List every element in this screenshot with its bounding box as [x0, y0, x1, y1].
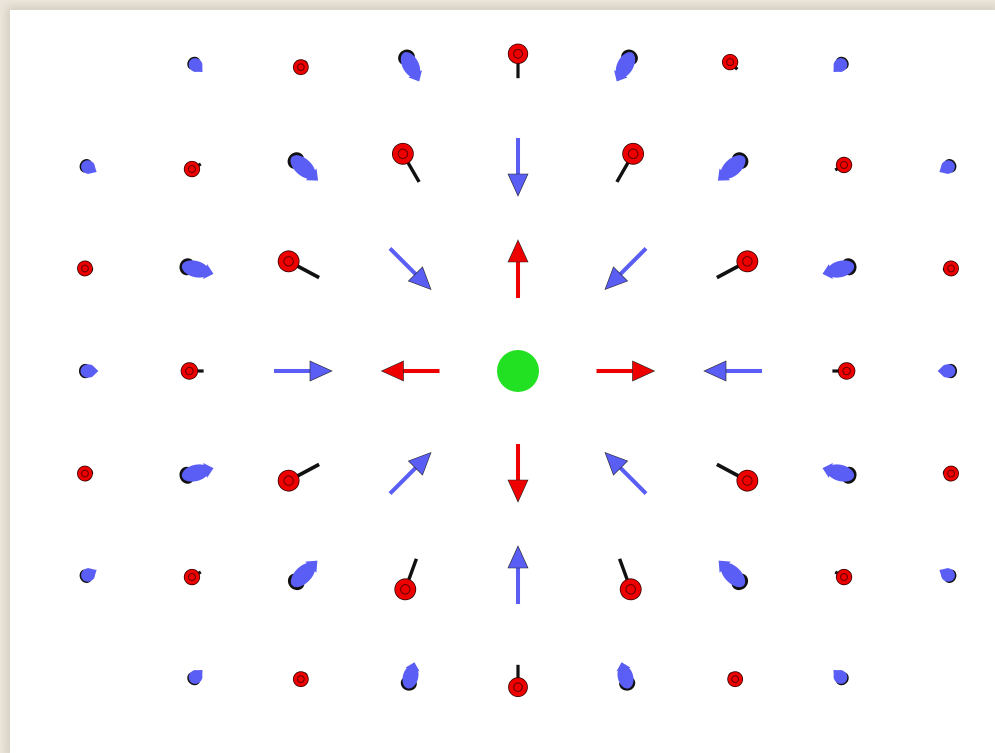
arrow-r1c2 — [287, 152, 319, 181]
render-viewport — [10, 10, 995, 753]
vector-field — [77, 43, 959, 698]
arrow-r0c6 — [721, 53, 739, 71]
arrow-r3c0 — [78, 363, 99, 379]
arrow-r4c3 — [388, 451, 432, 495]
arrow-r4c2 — [277, 462, 320, 492]
arrow-r2c7 — [822, 258, 857, 280]
arrow-r4c8 — [942, 465, 959, 482]
arrow-r3c3 — [380, 360, 440, 382]
arrow-r4c0 — [77, 465, 94, 482]
arrow-r2c8 — [942, 260, 959, 277]
arrow-r3c2 — [274, 360, 333, 382]
arrow-r5c2 — [287, 560, 318, 591]
arrow-r5c6 — [718, 560, 749, 591]
arrow-r3c8 — [937, 363, 958, 379]
arrow-r6c1 — [187, 669, 203, 686]
arrow-r3c5 — [596, 360, 656, 382]
arrow-r6c7 — [833, 669, 849, 686]
arrow-r4c5 — [604, 451, 648, 495]
arrow-r6c6 — [727, 671, 744, 688]
arrow-r6c2 — [292, 671, 309, 688]
arrow-r5c7 — [834, 568, 853, 586]
arrow-r3c6 — [703, 360, 762, 382]
arrow-r0c1 — [187, 56, 203, 73]
arrow-r2c4 — [507, 239, 529, 298]
arrow-r5c3 — [394, 558, 419, 601]
arrow-r2c0 — [77, 260, 94, 277]
arrow-r4c6 — [716, 462, 759, 492]
arrow-r1c3 — [391, 142, 421, 183]
arrow-r2c2 — [277, 250, 320, 280]
arrow-r6c3 — [400, 662, 420, 691]
arrow-r3c1 — [180, 362, 204, 380]
arrow-r2c1 — [179, 258, 214, 280]
arrow-r1c6 — [717, 152, 749, 181]
arrow-layer — [77, 43, 959, 698]
green-sphere-icon — [497, 350, 539, 392]
arrow-r1c7 — [834, 156, 853, 174]
arrow-r0c2 — [292, 59, 309, 76]
arrow-r1c4 — [507, 138, 529, 197]
arrow-r0c4 — [507, 43, 529, 79]
arrow-r3c7 — [832, 362, 856, 380]
arrow-r6c5 — [616, 662, 636, 691]
arrow-r2c3 — [388, 247, 432, 291]
arrow-r5c1 — [183, 568, 202, 586]
arrow-r4c1 — [179, 462, 214, 484]
arrow-r4c7 — [822, 462, 857, 484]
arrow-r2c5 — [604, 247, 648, 291]
arrow-r5c4 — [507, 545, 529, 604]
arrow-r0c7 — [833, 56, 849, 73]
arrow-r1c1 — [183, 160, 202, 178]
arrow-r1c0 — [79, 159, 97, 174]
arrow-r2c6 — [716, 250, 759, 280]
arrow-r4c4 — [507, 444, 529, 503]
arrow-r1c8 — [939, 159, 957, 174]
arrow-r0c5 — [614, 49, 638, 82]
arrow-r5c5 — [617, 558, 642, 601]
arrow-r6c4 — [508, 664, 528, 698]
arrow-r5c0 — [79, 568, 97, 583]
arrow-r1c5 — [615, 142, 645, 183]
arrow-r0c3 — [398, 49, 422, 82]
arrow-r5c8 — [939, 568, 957, 583]
